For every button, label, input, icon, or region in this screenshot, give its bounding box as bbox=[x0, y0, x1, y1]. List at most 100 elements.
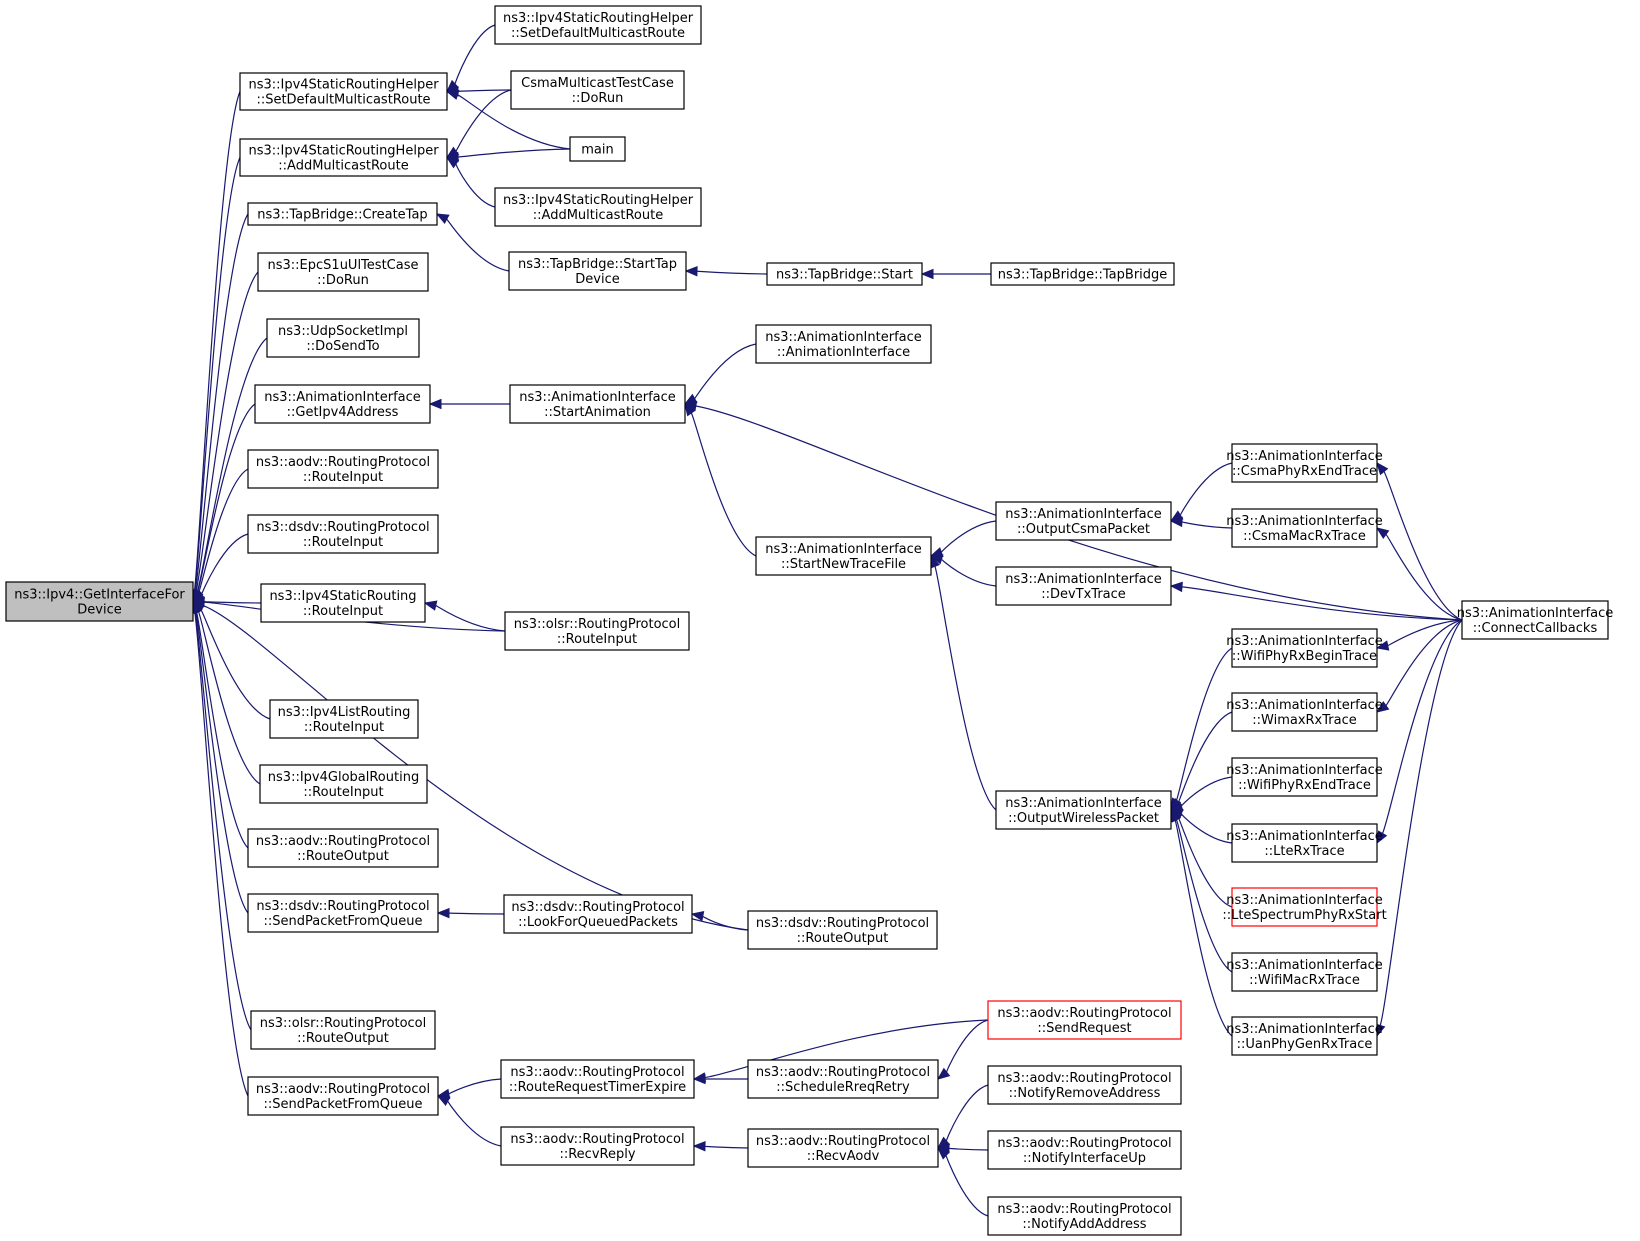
edge-aodv-recvreply-to-aodv-sendpacket bbox=[436, 1095, 502, 1147]
node-label-line: ::ScheduleRreqRetry bbox=[776, 1080, 910, 1095]
node-sdmr-helper2[interactable]: ns3::Ipv4StaticRoutingHelper::SetDefault… bbox=[494, 5, 702, 45]
node-aodv-notifyremove[interactable]: ns3::aodv::RoutingProtocol::NotifyRemove… bbox=[987, 1065, 1182, 1105]
node-label-line: ::SetDefaultMulticastRoute bbox=[256, 93, 430, 108]
node-label-line: ::OutputWirelessPacket bbox=[1008, 811, 1159, 826]
node-aodv-routeinput[interactable]: ns3::aodv::RoutingProtocol::RouteInput bbox=[247, 449, 439, 489]
node-ai-csmamacrx[interactable]: ns3::AnimationInterface::CsmaMacRxTrace bbox=[1226, 508, 1383, 548]
node-main[interactable]: main bbox=[569, 136, 626, 162]
node-label-line: ns3::dsdv::RoutingProtocol bbox=[511, 900, 684, 915]
node-ai-ltespectrum[interactable]: ns3::AnimationInterface::LteSpectrumPhyR… bbox=[1222, 887, 1387, 927]
node-box bbox=[1461, 600, 1609, 640]
node-aodv-routeoutput[interactable]: ns3::aodv::RoutingProtocol::RouteOutput bbox=[247, 828, 439, 868]
edge-ai-startnewtrace-to-ai-startanim bbox=[684, 402, 757, 557]
edge-line bbox=[1385, 533, 1463, 621]
node-ai-devtx[interactable]: ns3::AnimationInterface::DevTxTrace bbox=[995, 566, 1172, 606]
node-ipv4list-routeinput[interactable]: ns3::Ipv4ListRouting::RouteInput bbox=[269, 699, 419, 739]
edge-line bbox=[1381, 619, 1463, 834]
node-amr-helper2[interactable]: ns3::Ipv4StaticRoutingHelper::AddMultica… bbox=[494, 187, 702, 227]
node-label-line: ns3::AnimationInterface bbox=[1226, 514, 1383, 529]
node-label-line: ns3::AnimationInterface bbox=[1226, 1022, 1383, 1037]
node-ai-outwireless[interactable]: ns3::AnimationInterface::OutputWirelessP… bbox=[995, 790, 1172, 830]
node-label-line: ns3::AnimationInterface bbox=[1005, 507, 1162, 522]
node-ai-wifiphyrxend[interactable]: ns3::AnimationInterface::WifiPhyRxEndTra… bbox=[1226, 757, 1383, 797]
node-box bbox=[995, 501, 1172, 541]
edge-ipv4global-routeinput-to-root bbox=[192, 600, 261, 785]
node-ai-startnewtrace[interactable]: ns3::AnimationInterface::StartNewTraceFi… bbox=[755, 536, 932, 576]
node-ai-wimaxrx[interactable]: ns3::AnimationInterface::WimaxRxTrace bbox=[1226, 692, 1383, 732]
node-label-line: ns3::AnimationInterface bbox=[1226, 763, 1383, 778]
node-ipv4global-routeinput[interactable]: ns3::Ipv4GlobalRouting::RouteInput bbox=[259, 764, 428, 804]
node-ai-outcsma[interactable]: ns3::AnimationInterface::OutputCsmaPacke… bbox=[995, 501, 1172, 541]
node-label-line: ::RouteRequestTimerExpire bbox=[509, 1080, 686, 1095]
node-label-line: ns3::Ipv4ListRouting bbox=[278, 705, 411, 720]
node-aodv-sendrequest[interactable]: ns3::aodv::RoutingProtocol::SendRequest bbox=[987, 1000, 1182, 1040]
edge-ai-connect-to-ai-wifiphyrxbegin bbox=[1375, 619, 1463, 651]
node-box bbox=[747, 1128, 939, 1168]
edge-line bbox=[195, 611, 249, 914]
node-box bbox=[569, 136, 626, 162]
edge-line bbox=[1180, 813, 1233, 844]
node-aodv-recvaodv[interactable]: ns3::aodv::RoutingProtocol::RecvAodv bbox=[747, 1128, 939, 1168]
node-dsdv-routeoutput[interactable]: ns3::dsdv::RoutingProtocol::RouteOutput bbox=[747, 910, 938, 950]
node-label-line: ns3::AnimationInterface bbox=[519, 390, 676, 405]
edge-line bbox=[194, 213, 249, 591]
node-ai-wifimacrx[interactable]: ns3::AnimationInterface::WifiMacRxTrace bbox=[1226, 952, 1383, 992]
edge-ai-connect-to-ai-csmamacrx bbox=[1375, 527, 1463, 621]
node-aodv-notifyup[interactable]: ns3::aodv::RoutingProtocol::NotifyInterf… bbox=[987, 1130, 1182, 1170]
edge-ai-outcsma-to-ai-startnewtrace bbox=[929, 520, 997, 558]
node-ai-csmaphyrxend[interactable]: ns3::AnimationInterface::CsmaPhyRxEndTra… bbox=[1226, 443, 1383, 483]
node-olsr-routeinput[interactable]: ns3::olsr::RoutingProtocol::RouteInput bbox=[504, 611, 690, 651]
node-box bbox=[766, 262, 923, 286]
edge-line bbox=[194, 612, 252, 1031]
node-label-line: ::ConnectCallbacks bbox=[1473, 621, 1598, 636]
node-aodv-sendpacket[interactable]: ns3::aodv::RoutingProtocol::SendPacketFr… bbox=[247, 1076, 439, 1116]
node-dsdv-lookfor[interactable]: ns3::dsdv::RoutingProtocol::LookForQueue… bbox=[503, 894, 693, 934]
edge-line bbox=[457, 148, 571, 158]
node-dsdv-sendpacket[interactable]: ns3::dsdv::RoutingProtocol::SendPacketFr… bbox=[247, 893, 439, 933]
node-tb-start[interactable]: ns3::TapBridge::Start bbox=[766, 262, 923, 286]
node-udp-dosendto[interactable]: ns3::UdpSocketImpl::DoSendTo bbox=[266, 318, 420, 358]
node-sdmr-helper[interactable]: ns3::Ipv4StaticRoutingHelper::SetDefault… bbox=[239, 72, 448, 111]
node-ai-uanphy[interactable]: ns3::AnimationInterface::UanPhyGenRxTrac… bbox=[1226, 1016, 1383, 1056]
edge-line bbox=[197, 403, 256, 592]
node-label-line: ::RouteOutput bbox=[297, 1031, 389, 1046]
node-aodv-recvreply[interactable]: ns3::aodv::RoutingProtocol::RecvReply bbox=[500, 1126, 695, 1166]
edge-aodv-rreqtimer-to-aodv-sendpacket bbox=[436, 1078, 502, 1100]
node-label-line: ns3::aodv::RoutingProtocol bbox=[256, 1082, 430, 1097]
node-dsdv-routeinput[interactable]: ns3::dsdv::RoutingProtocol::RouteInput bbox=[247, 514, 439, 554]
node-label-line: ns3::EpcS1uUlTestCase bbox=[268, 258, 419, 273]
node-box bbox=[500, 1059, 695, 1099]
edge-line bbox=[194, 157, 241, 591]
node-ai-ctor[interactable]: ns3::AnimationInterface::AnimationInterf… bbox=[755, 324, 932, 364]
node-tb-createtap[interactable]: ns3::TapBridge::CreateTap bbox=[247, 202, 438, 226]
node-epc-dorun[interactable]: ns3::EpcS1uUlTestCase::DoRun bbox=[257, 252, 429, 292]
node-aodv-rreqtimer[interactable]: ns3::aodv::RoutingProtocol::RouteRequest… bbox=[500, 1059, 695, 1099]
arrowhead-icon bbox=[436, 907, 450, 919]
node-box bbox=[1231, 757, 1378, 797]
edge-line bbox=[435, 604, 506, 632]
node-ai-wifiphyrxbegin[interactable]: ns3::AnimationInterface::WifiPhyRxBeginT… bbox=[1226, 628, 1383, 668]
node-amr-helper[interactable]: ns3::Ipv4StaticRoutingHelper::AddMultica… bbox=[239, 138, 448, 177]
edge-line bbox=[1379, 619, 1463, 1026]
node-tb-ctor[interactable]: ns3::TapBridge::TapBridge bbox=[990, 262, 1175, 286]
edge-ai-wimaxrx-to-ai-outwireless bbox=[1170, 711, 1233, 811]
node-box bbox=[987, 1000, 1182, 1040]
node-ai-lterx[interactable]: ns3::AnimationInterface::LteRxTrace bbox=[1226, 823, 1383, 863]
node-ai-connect[interactable]: ns3::AnimationInterface::ConnectCallback… bbox=[1457, 600, 1614, 640]
node-box bbox=[747, 910, 938, 950]
node-label-line: ::AddMulticastRoute bbox=[533, 208, 663, 223]
node-label-line: ::CsmaMacRxTrace bbox=[1243, 529, 1366, 544]
node-ai-startanim[interactable]: ns3::AnimationInterface::StartAnimation bbox=[509, 384, 686, 424]
node-olsr-routeoutput[interactable]: ns3::olsr::RoutingProtocol::RouteOutput bbox=[250, 1010, 436, 1050]
node-csma-dorun[interactable]: CsmaMulticastTestCase::DoRun bbox=[510, 70, 685, 110]
node-ipv4static-routeinput[interactable]: ns3::Ipv4StaticRouting::RouteInput bbox=[260, 583, 426, 623]
node-aodv-schedrreq[interactable]: ns3::aodv::RoutingProtocol::ScheduleRreq… bbox=[747, 1059, 939, 1099]
arrowhead-icon bbox=[920, 268, 934, 280]
node-ai-getipv4[interactable]: ns3::AnimationInterface::GetIpv4Address bbox=[254, 384, 431, 424]
node-label-line: ns3::AnimationInterface bbox=[1005, 572, 1162, 587]
node-label-line: Device bbox=[575, 272, 619, 287]
node-aodv-notifyadd[interactable]: ns3::aodv::RoutingProtocol::NotifyAddAdd… bbox=[987, 1196, 1182, 1236]
node-label-line: ns3::AnimationInterface bbox=[1226, 449, 1383, 464]
